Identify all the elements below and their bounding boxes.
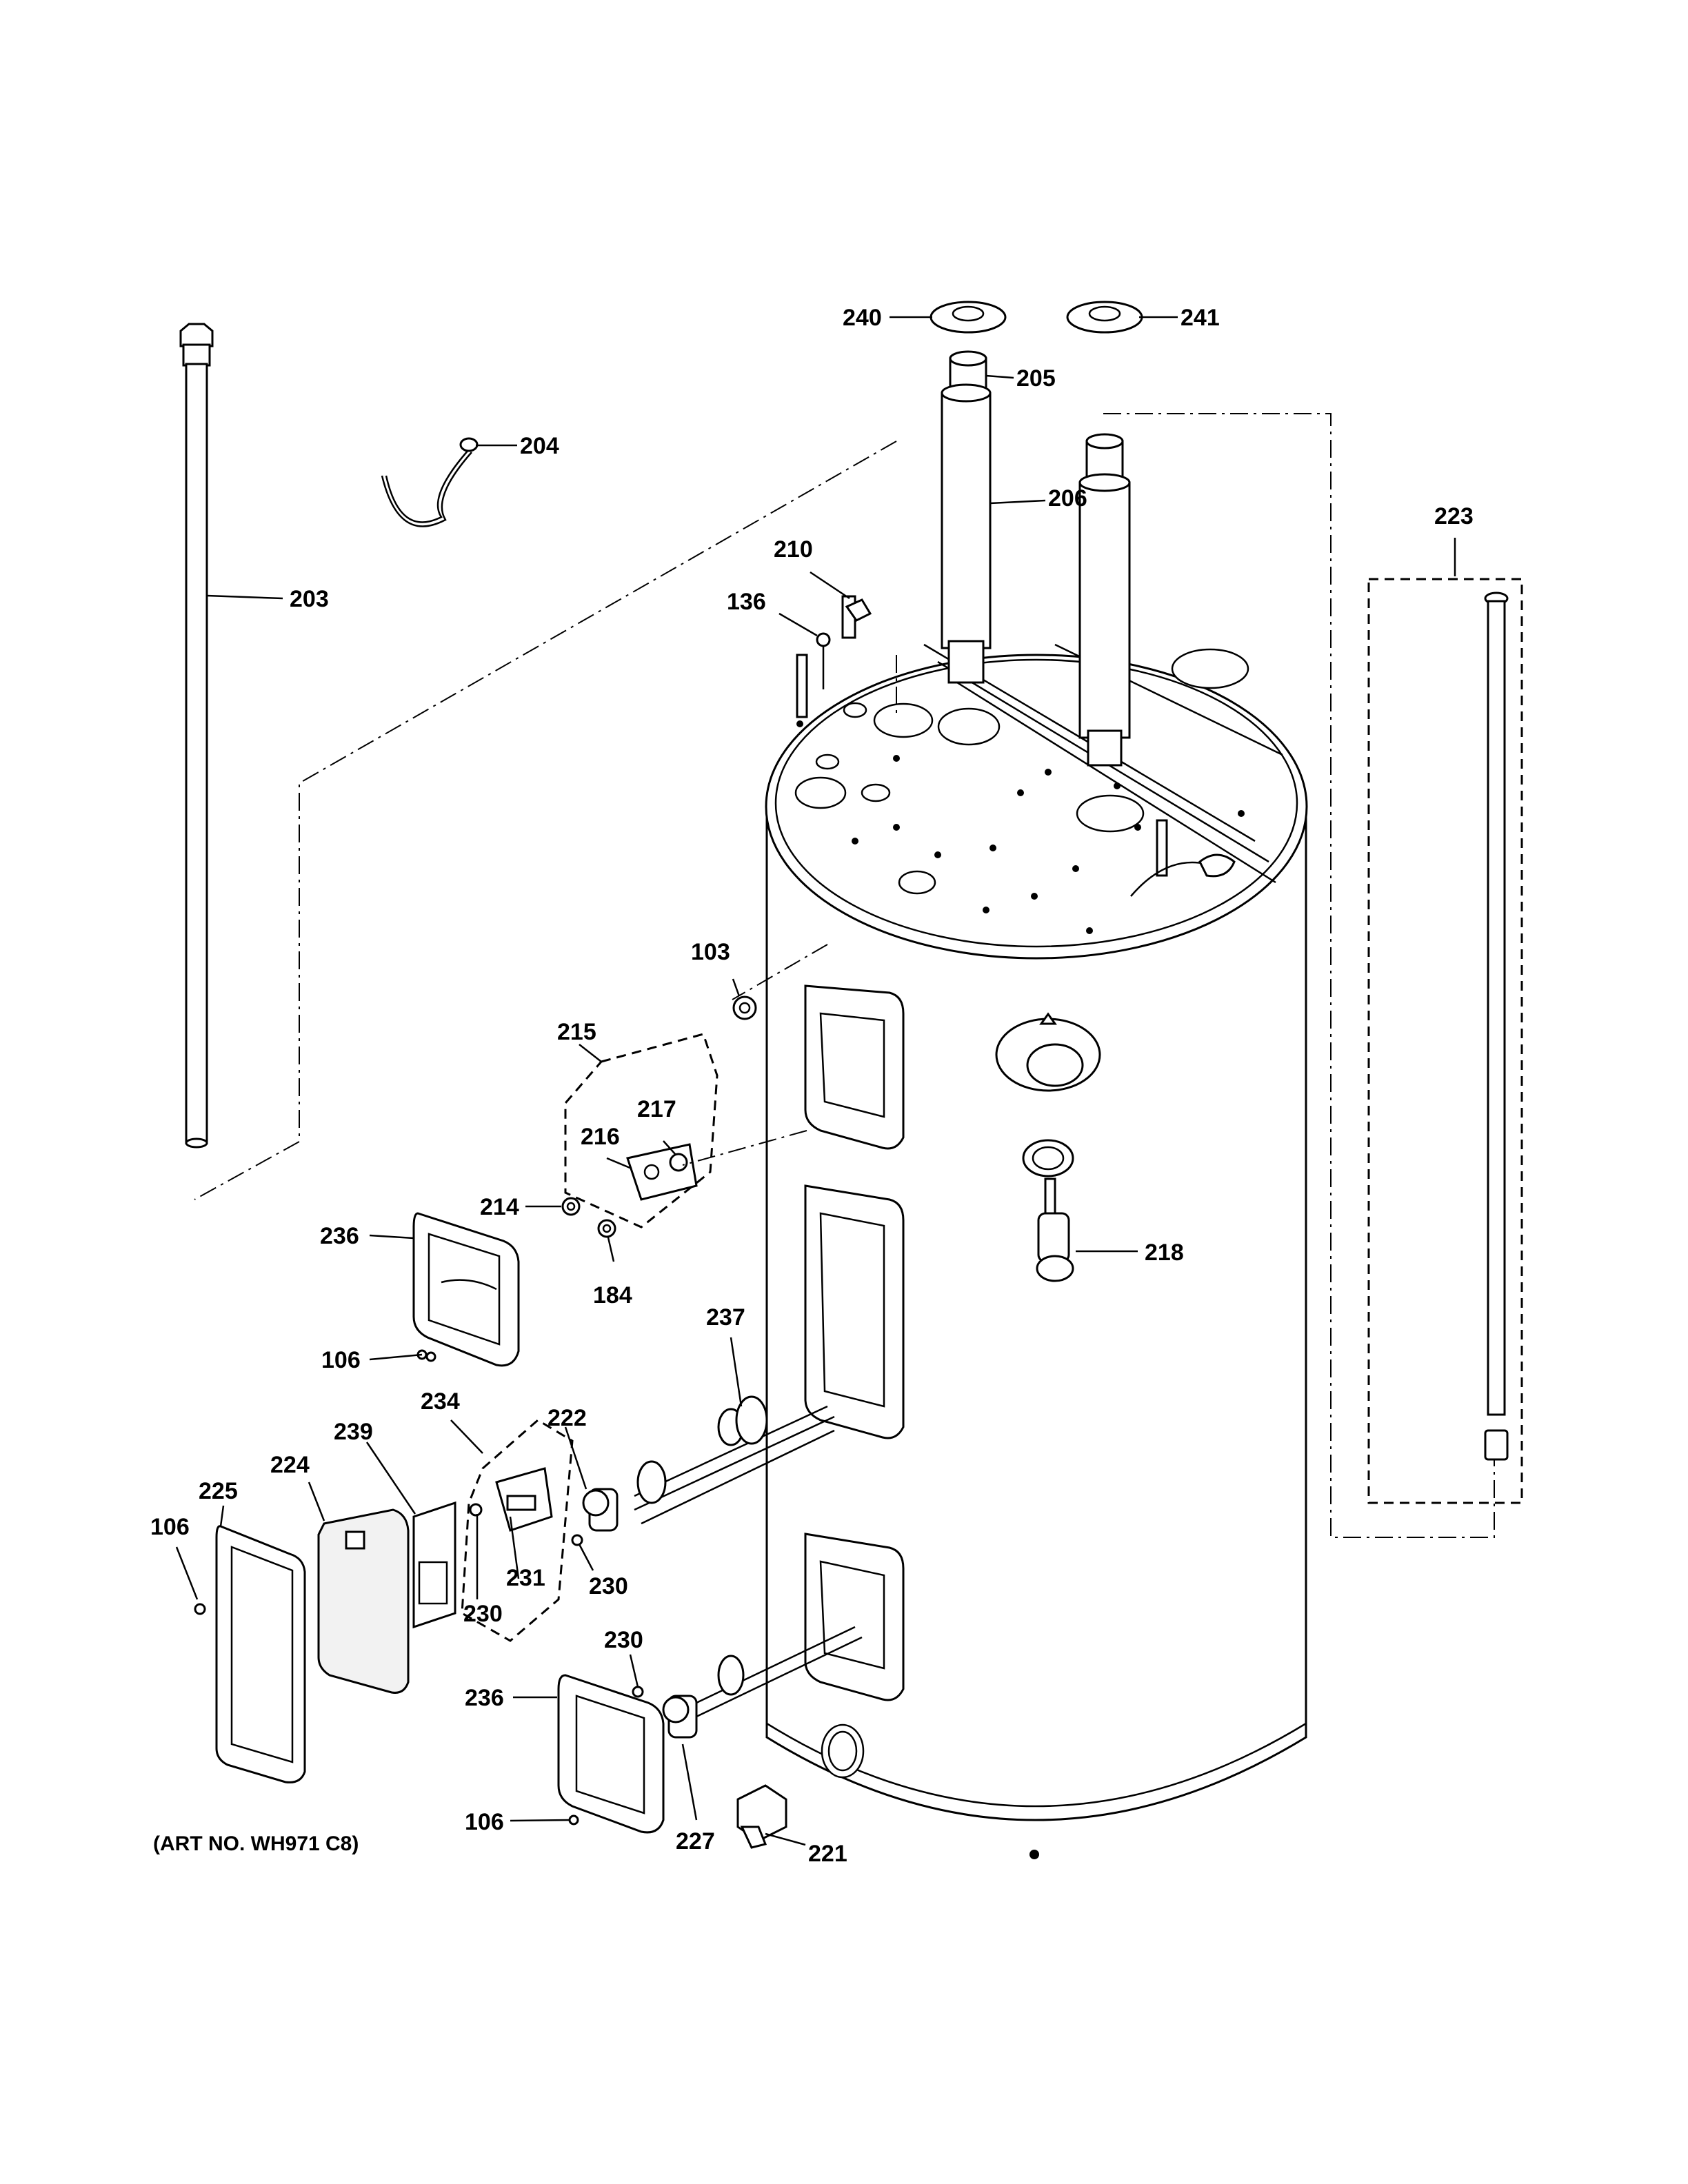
callout-labels: 240 241 205 206 204 203 210 136 223 103 … [150,305,1474,1867]
callout-240: 240 [843,305,882,331]
callout-210: 210 [774,536,813,563]
callout-214: 214 [480,1194,519,1220]
control-board-kit [461,1419,574,1642]
callout-106-upper: 106 [321,1347,361,1373]
callout-241: 241 [1180,305,1220,331]
callout-239: 239 [334,1419,373,1445]
callout-222: 222 [547,1405,587,1431]
callout-103: 103 [691,939,730,965]
callout-136: 136 [727,589,766,615]
tank-body [765,643,1308,1859]
callout-218: 218 [1145,1240,1184,1266]
callout-221: 221 [808,1841,847,1867]
callout-234: 234 [421,1388,460,1415]
lower-access-cover [557,1674,665,1834]
insulation-cover [317,1508,410,1694]
callout-184: 184 [593,1282,632,1308]
screw-106b [194,1603,206,1615]
outer-access-cover [215,1525,306,1783]
art-number: (ART NO. WH971 C8) [153,1832,359,1855]
anode-rod [179,323,214,1149]
callout-216: 216 [581,1124,620,1150]
phantom-lines [194,413,1495,1538]
callout-227: 227 [676,1828,715,1854]
callout-236-lower: 236 [465,1685,504,1711]
screw-230c [632,1686,644,1698]
thermostat-bracket-kit [561,995,757,1238]
dip-tube [1367,578,1523,1504]
callout-217: 217 [637,1096,676,1122]
callout-236-upper: 236 [320,1223,359,1249]
callout-230-b: 230 [463,1601,503,1627]
callout-230-a: 230 [589,1573,628,1599]
callout-224: 224 [270,1452,310,1478]
thermostat-knob-assembly [995,1012,1101,1282]
callout-205: 205 [1016,365,1056,392]
callout-237: 237 [706,1304,745,1331]
terminal-cover [412,1501,456,1629]
lower-heating-element [662,1626,863,1739]
callout-231: 231 [506,1565,545,1591]
upper-access-cover [412,1212,520,1367]
drain-valve [736,1784,787,1849]
ground-wire [381,437,479,527]
upper-heating-element [582,1395,835,1532]
top-hardware [816,595,872,689]
leader-lines [175,316,1456,1846]
callout-204: 204 [520,433,559,459]
callout-230-c: 230 [604,1627,643,1653]
callout-206: 206 [1048,485,1087,512]
callout-106-lower: 106 [465,1809,504,1835]
callout-225: 225 [199,1478,238,1504]
screw-230b [571,1534,583,1546]
callout-203: 203 [290,586,329,612]
callout-215: 215 [557,1019,596,1045]
callout-223: 223 [1434,503,1474,529]
callout-106-left: 106 [150,1514,190,1540]
screw-106c [568,1814,579,1826]
heat-trap-nipples [930,301,1143,767]
screw-106a [425,1351,436,1362]
